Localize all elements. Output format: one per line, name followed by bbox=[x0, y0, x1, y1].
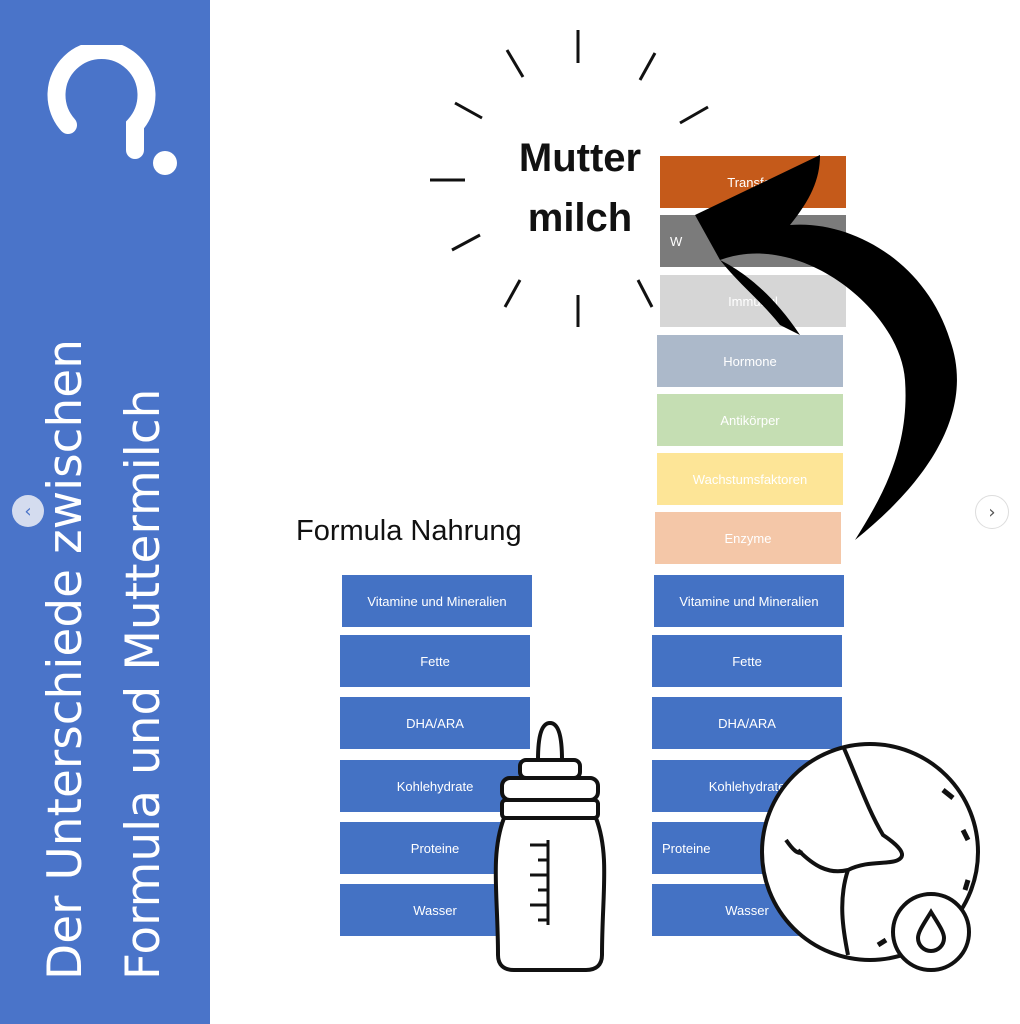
box-label: DHA/ARA bbox=[718, 715, 776, 731]
curved-arrow-icon bbox=[695, 155, 957, 540]
muttermilch-title-line1: Mutter bbox=[518, 136, 642, 180]
box-label: Wasser bbox=[413, 902, 457, 918]
sun-rays-icon bbox=[430, 30, 709, 327]
box-label: Kohlehydrate bbox=[396, 778, 474, 794]
muttermilch-item: DHA/ARA bbox=[652, 697, 842, 749]
box-label: Proteine bbox=[410, 840, 460, 856]
box-label: Proteine bbox=[662, 840, 711, 856]
side-title-line1: Der Unterschiede zwischen bbox=[38, 339, 93, 980]
breastfeeding-icon bbox=[760, 742, 980, 972]
box-label: Vitamine und Mineralien bbox=[367, 593, 507, 609]
box-label: Fette bbox=[420, 653, 450, 669]
muttermilch-extra-item: Enzyme bbox=[655, 512, 841, 564]
formula-item: Kohlehydrate bbox=[340, 760, 530, 812]
side-title: Der Unterschiede zwischen Formula und Mu… bbox=[27, 200, 183, 980]
chevron-left-icon: ‹ bbox=[24, 500, 32, 522]
chevron-right-icon: › bbox=[988, 501, 996, 523]
formula-item: Vitamine und Mineralien bbox=[342, 575, 532, 627]
formula-item: DHA/ARA bbox=[340, 697, 530, 749]
carousel-prev-button[interactable]: ‹ bbox=[12, 495, 44, 527]
box-label: W bbox=[670, 233, 683, 249]
box-label: Kohlehydrate bbox=[708, 778, 786, 794]
box-label: Fette bbox=[732, 653, 762, 669]
muttermilch-extra-item: Hormone bbox=[657, 335, 843, 387]
box-label: DHA/ARA bbox=[406, 715, 464, 731]
side-title-line2: Formula und Muttermilch bbox=[116, 388, 171, 980]
muttermilch-title: Mutter milch bbox=[490, 128, 670, 248]
box-label: Vitamine und Mineralien bbox=[679, 593, 819, 609]
formula-item: Fette bbox=[340, 635, 530, 687]
box-label: Enzyme bbox=[724, 530, 772, 546]
formula-title: Formula Nahrung bbox=[296, 515, 522, 547]
box-label: Wachstumsfaktoren bbox=[692, 471, 808, 487]
baby-bottle-icon bbox=[493, 720, 607, 972]
muttermilch-extra-item: Antikörper bbox=[657, 394, 843, 446]
muttermilch-item: Fette bbox=[652, 635, 842, 687]
muttermilch-extra-item: Wachstumsfaktoren bbox=[657, 453, 843, 505]
muttermilch-item: Vitamine und Mineralien bbox=[654, 575, 844, 627]
box-label: Antikörper bbox=[720, 412, 780, 428]
carousel-next-button[interactable]: › bbox=[975, 495, 1009, 529]
question-mark-icon bbox=[47, 45, 177, 175]
box-label: Hormone bbox=[723, 353, 777, 369]
box-label: Wasser bbox=[725, 902, 769, 918]
muttermilch-title-line2: milch bbox=[527, 196, 633, 240]
